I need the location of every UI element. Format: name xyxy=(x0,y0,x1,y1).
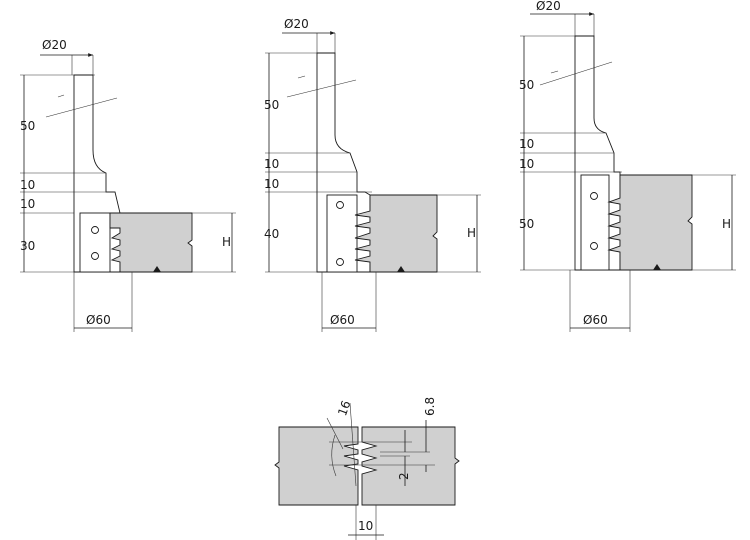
tool1-cut-h-label: 30 xyxy=(20,239,35,253)
tool3-cut-dia-label: Ø60 xyxy=(583,313,608,327)
tool3-shank-dia-label: Ø20 xyxy=(536,0,561,13)
tool1-collar1-label: 10 xyxy=(20,178,35,192)
tool2-shank-dia-label: Ø20 xyxy=(284,17,309,31)
joint-profile-detail: 16 6.8 2 10 xyxy=(274,397,460,540)
tool1-h-label: H xyxy=(222,235,231,249)
tool1-shank-dia-label: Ø20 xyxy=(42,38,67,52)
profile-pitch-label: 6.8 xyxy=(423,397,437,416)
tool1-collar2-label: 10 xyxy=(20,197,35,211)
tool3-collar1-label: 10 xyxy=(519,137,534,151)
tool3-h-label: H xyxy=(722,217,731,231)
tool3-collar2-label: 10 xyxy=(519,157,534,171)
tool2-cut-dia-label: Ø60 xyxy=(330,313,355,327)
tool2-h-label: H xyxy=(467,226,476,240)
tool1-cut-dia-label: Ø60 xyxy=(86,313,111,327)
profile-depth-label: 2 xyxy=(397,472,411,480)
tool-2-drawing: Ø20 50 10 10 40 Ø60 H xyxy=(264,17,481,332)
tool2-cut-h-label: 40 xyxy=(264,227,279,241)
tool2-collar2-label: 10 xyxy=(264,177,279,191)
profile-width-label: 10 xyxy=(358,519,373,533)
tool-3-drawing: Ø20 50 10 10 50 Ø60 H xyxy=(519,0,736,332)
tool-1-drawing: Ø20 50 10 10 30 Ø60 H xyxy=(20,38,236,332)
tool2-collar1-label: 10 xyxy=(264,157,279,171)
tool3-cut-h-label: 50 xyxy=(519,217,534,231)
profile-angle-label: 16 xyxy=(335,399,353,418)
tool2-shank-len-label: 50 xyxy=(264,98,279,112)
tool1-shank-len-label: 50 xyxy=(20,119,35,133)
tool3-shank-len-label: 50 xyxy=(519,78,534,92)
